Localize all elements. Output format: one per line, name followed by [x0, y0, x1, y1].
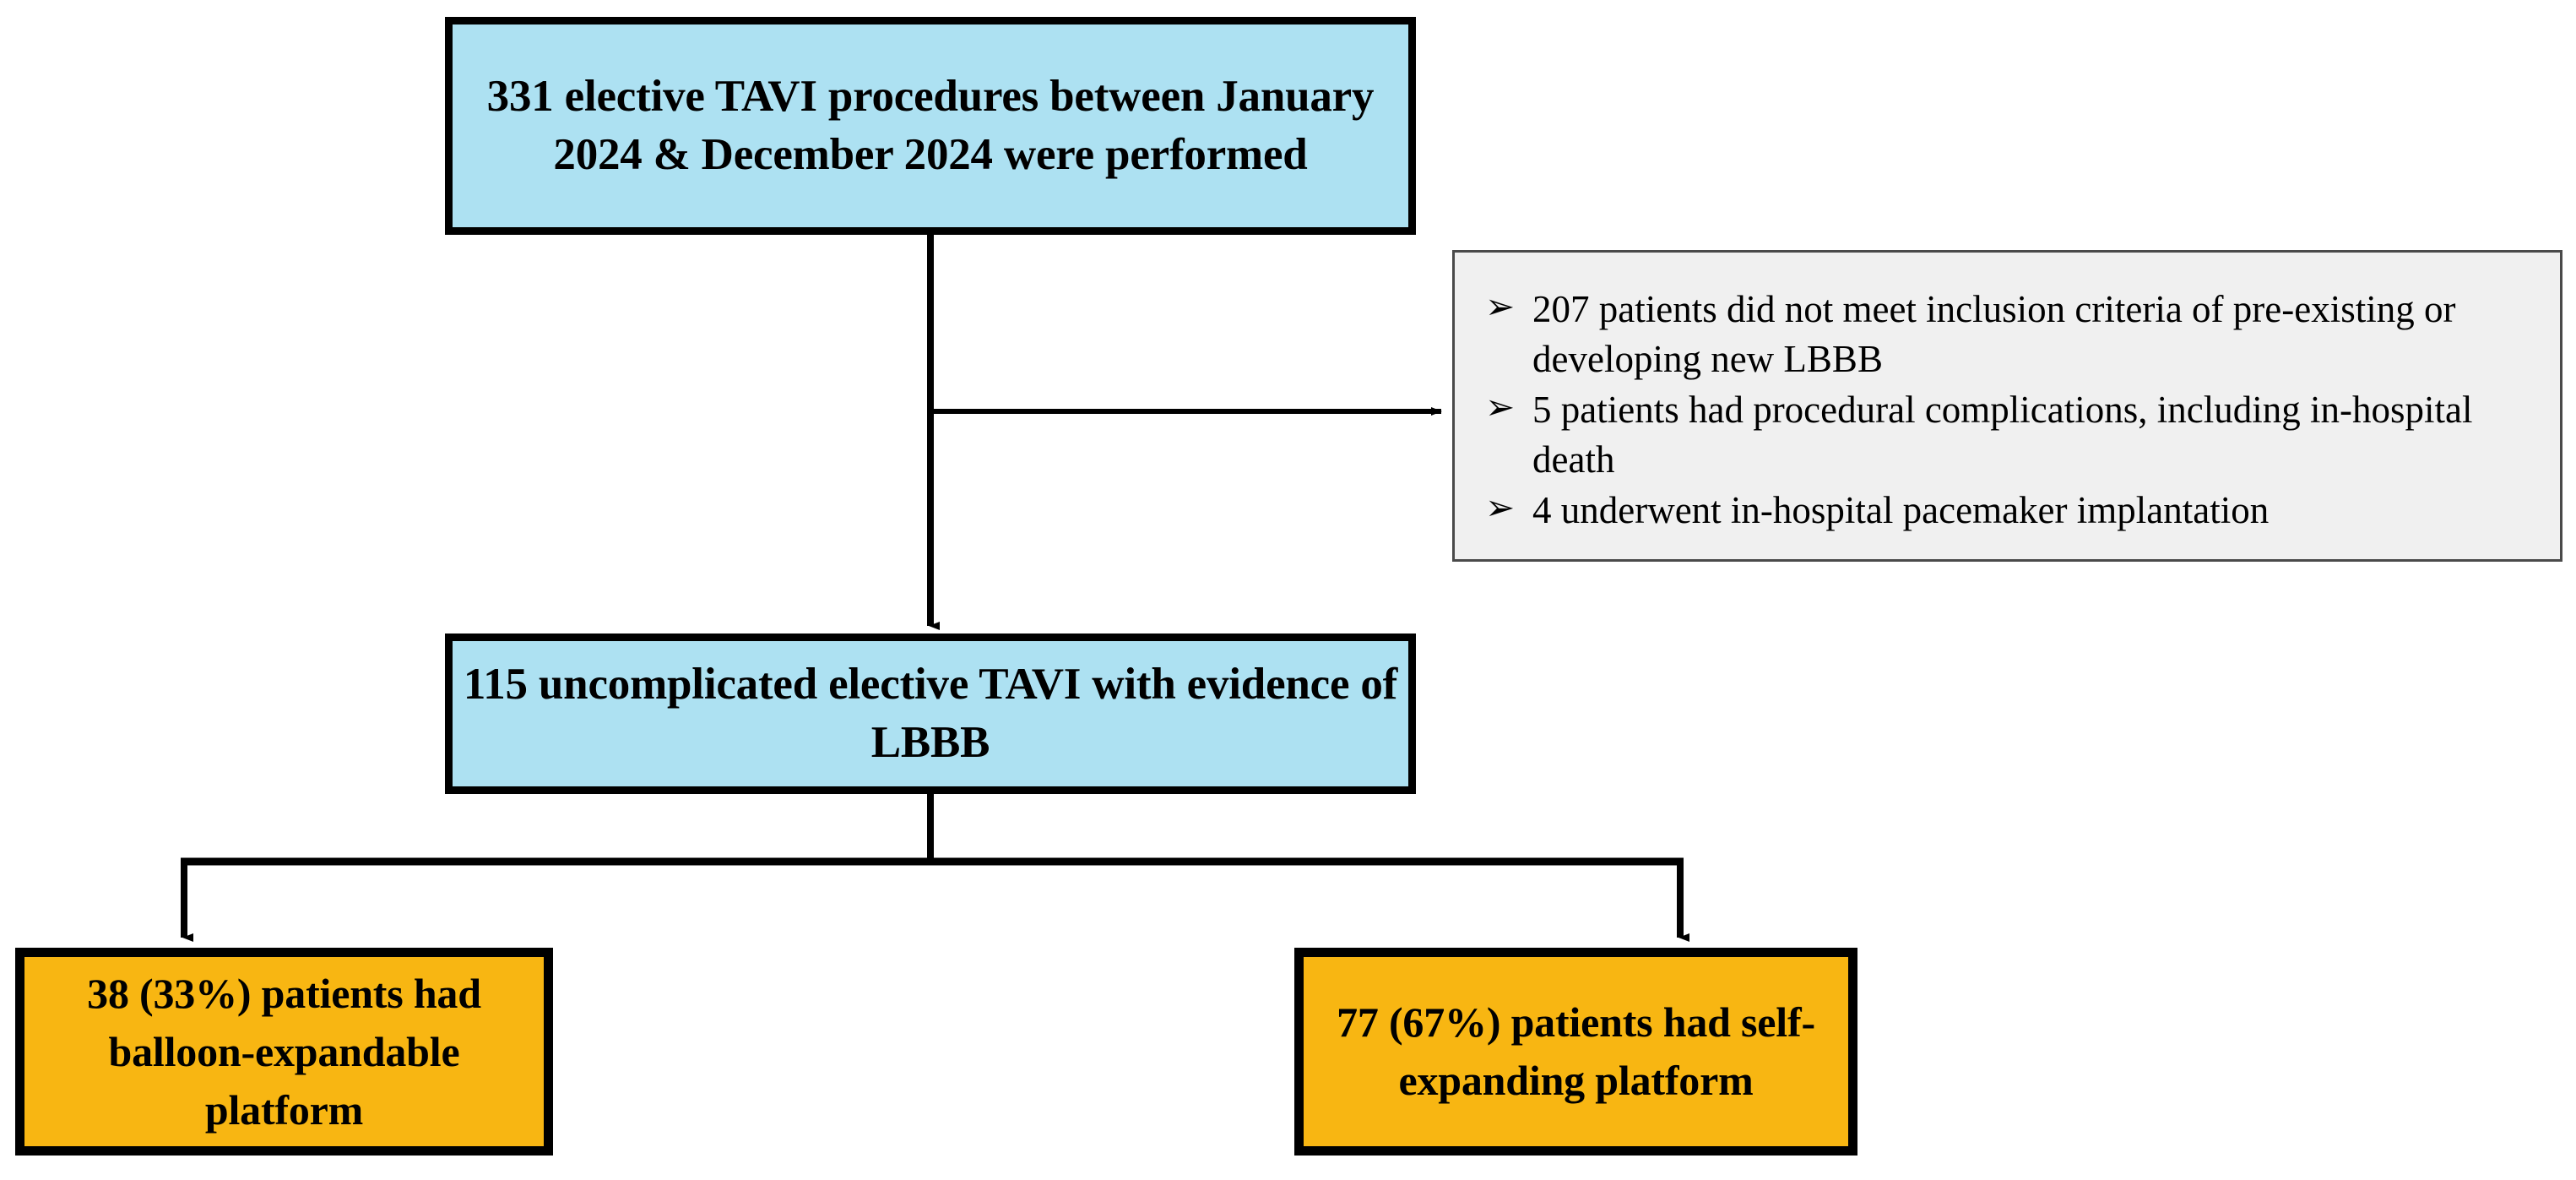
list-item: ➢ 4 underwent in-hospital pacemaker impl…: [1480, 486, 2531, 536]
exclusion-list: ➢ 207 patients did not meet inclusion cr…: [1480, 285, 2531, 536]
bullet-arrow-icon: ➢: [1485, 489, 1516, 528]
node-arm-self-expanding-label: 77 (67%) patients had self-expanding pla…: [1337, 998, 1815, 1104]
list-item-label: 4 underwent in-hospital pacemaker implan…: [1532, 489, 2270, 531]
node-cohort-total-label: 331 elective TAVI procedures between Jan…: [486, 72, 1375, 179]
node-cohort-total: 331 elective TAVI procedures between Jan…: [445, 17, 1416, 235]
bullet-arrow-icon: ➢: [1485, 389, 1516, 427]
list-item-label: 5 patients had procedural complications,…: [1532, 389, 2473, 481]
list-item: ➢ 5 patients had procedural complication…: [1480, 385, 2531, 484]
node-exclusions: ➢ 207 patients did not meet inclusion cr…: [1452, 250, 2562, 562]
bullet-arrow-icon: ➢: [1485, 288, 1516, 327]
node-arm-balloon-expandable: 38 (33%) patients had balloon-expandable…: [15, 948, 553, 1156]
node-arm-self-expanding: 77 (67%) patients had self-expanding pla…: [1294, 948, 1857, 1156]
node-cohort-included: 115 uncomplicated elective TAVI with evi…: [445, 634, 1416, 794]
list-item: ➢ 207 patients did not meet inclusion cr…: [1480, 285, 2531, 383]
node-arm-balloon-expandable-label: 38 (33%) patients had balloon-expandable…: [87, 969, 481, 1134]
list-item-label: 207 patients did not meet inclusion crit…: [1532, 288, 2456, 380]
node-cohort-included-label: 115 uncomplicated elective TAVI with evi…: [463, 660, 1398, 767]
